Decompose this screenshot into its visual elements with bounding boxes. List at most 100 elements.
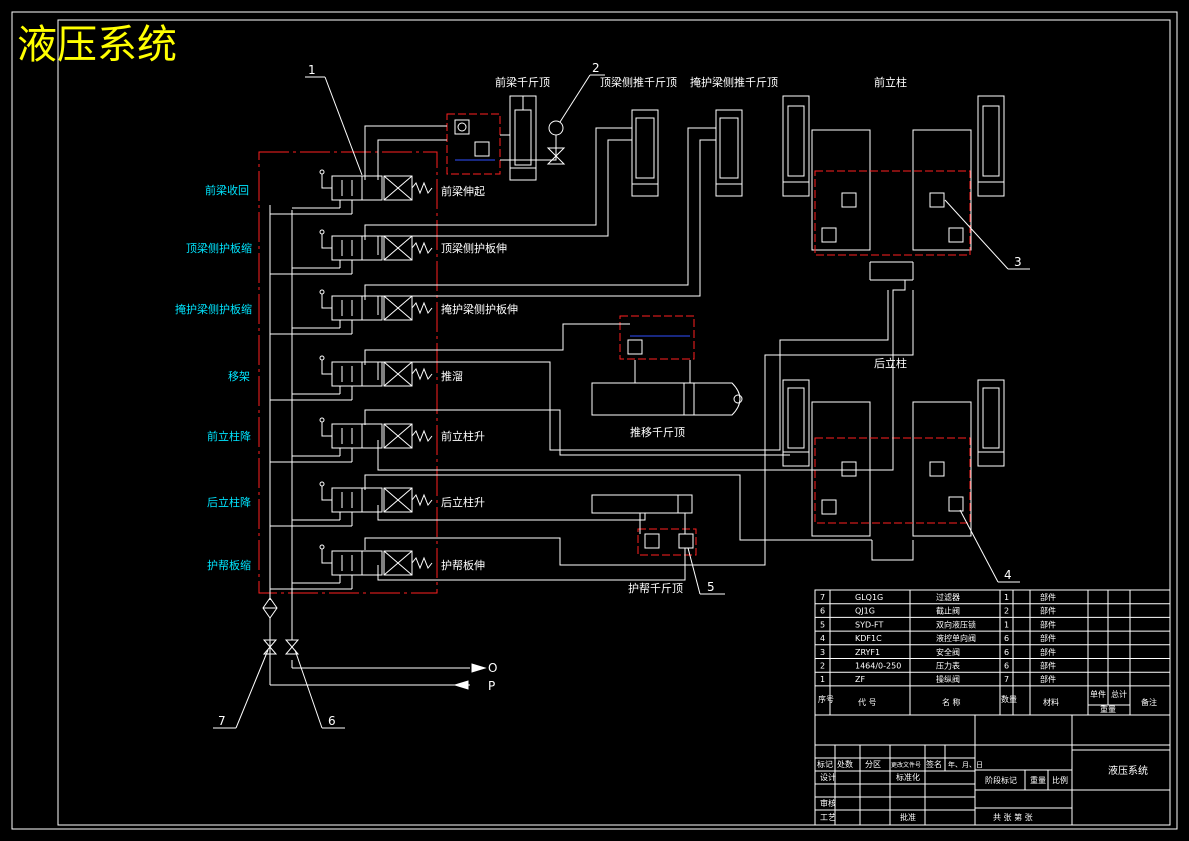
hdr-weight: 重量 <box>1100 704 1116 714</box>
hdr-code: 代 号 <box>858 697 877 707</box>
right-label-front-column: 前立柱升 <box>441 429 485 443</box>
port-arrows <box>453 663 487 690</box>
stop-valve-symbol <box>284 639 300 655</box>
parts-cell-qty: 6 <box>1004 634 1009 643</box>
left-label-guard: 护帮板缩 <box>207 558 251 572</box>
parts-cell-name: 截止阀 <box>936 606 960 616</box>
label-front-column: 前立柱 <box>874 75 907 89</box>
hdr-no: 序号 <box>818 694 834 704</box>
parts-cell-name: 安全阀 <box>936 647 960 657</box>
parts-cell-no: 1 <box>820 675 825 684</box>
tb-standard: 标准化 <box>896 772 920 782</box>
tb-process: 工艺 <box>820 813 836 822</box>
valve-manifold-boundary <box>258 151 438 594</box>
control-valve-2 <box>270 229 433 275</box>
callout-numbers: 1 2 3 4 5 6 7 <box>218 61 1022 728</box>
label-rear-column: 后立柱 <box>874 356 907 370</box>
connecting-pipes <box>364 125 914 581</box>
callout-7: 7 <box>218 714 226 728</box>
top-side-jack <box>631 109 659 197</box>
control-valve-1 <box>270 169 433 215</box>
parts-cell-note: 部件 <box>1040 633 1056 643</box>
parts-cell-qty: 6 <box>1004 662 1009 671</box>
control-valve-bank <box>270 169 433 590</box>
push-jack <box>591 335 743 416</box>
left-labels: 前梁收回 顶梁侧护板缩 掩护梁侧护板缩 移架 前立柱降 后立柱降 护帮板缩 <box>175 183 252 572</box>
parts-cell-note: 部件 <box>1040 647 1056 657</box>
front-beam-lock <box>454 119 495 161</box>
control-valve-7 <box>270 544 433 590</box>
parts-cell-no: 7 <box>820 593 825 602</box>
parts-cell-note: 部件 <box>1040 674 1056 684</box>
parts-cell-code: KDF1C <box>855 634 882 643</box>
shield-side-jack <box>715 109 743 197</box>
front-column-valve-box <box>814 170 971 256</box>
parts-cell-note: 部件 <box>1040 661 1056 671</box>
control-valve-6 <box>270 481 433 527</box>
right-label-push: 推溜 <box>441 369 463 383</box>
control-valve-4 <box>270 355 433 401</box>
label-front-beam-jack: 前梁千斤顶 <box>495 75 550 89</box>
left-label-front-column: 前立柱降 <box>207 429 251 443</box>
push-jack-lock-box <box>619 315 695 360</box>
parts-cell-no: 6 <box>820 607 825 616</box>
filter-symbol <box>262 597 278 655</box>
callout-6: 6 <box>328 714 336 728</box>
tb-review: 审核 <box>820 798 836 808</box>
parts-cell-qty: 7 <box>1004 675 1009 684</box>
right-label-shield-side: 掩护梁侧护板伸 <box>441 302 518 316</box>
callout-4: 4 <box>1004 568 1012 582</box>
title-block <box>814 714 1171 826</box>
parts-cell-qty: 1 <box>1004 620 1009 629</box>
left-label-move: 移架 <box>228 370 250 383</box>
parts-cell-code: ZF <box>855 675 865 684</box>
right-label-top-side: 顶梁侧护板伸 <box>441 241 507 255</box>
callout-1: 1 <box>308 63 316 77</box>
label-top-side-jack: 顶梁侧推千斤顶 <box>600 75 677 89</box>
hdr-material: 材料 <box>1043 697 1059 707</box>
tb-design: 设计 <box>820 772 836 782</box>
hdr-name: 名 称 <box>942 697 961 707</box>
callout-leaders <box>213 74 1030 729</box>
parts-cell-note: 部件 <box>1040 592 1056 602</box>
hdr-unit: 单件 <box>1090 689 1106 699</box>
port-o-label: O <box>488 661 497 675</box>
parts-cell-no: 5 <box>820 620 825 629</box>
tb-zone: 分区 <box>865 760 881 769</box>
left-label-rear-column: 后立柱降 <box>207 495 251 509</box>
parts-cell-no: 4 <box>820 634 825 643</box>
parts-cell-code: 1464/0-250 <box>855 662 901 671</box>
hdr-total: 总计 <box>1111 689 1127 699</box>
title-block-text: 标记 处数 分区 更改文件号 签名 年、月、日 设计 标准化 阶段标记 重量 比… <box>817 759 1148 822</box>
tb-count: 处数 <box>837 759 853 769</box>
label-guard-jack: 护帮千斤顶 <box>628 581 683 595</box>
right-label-rear-column: 后立柱升 <box>441 495 485 509</box>
left-label-shield-side: 掩护梁侧护板缩 <box>175 302 252 316</box>
parts-cell-code: ZRYF1 <box>855 648 880 657</box>
parts-cell-name: 过滤器 <box>936 592 960 602</box>
tb-drawing-name: 液压系统 <box>1108 764 1148 777</box>
tb-approve: 批准 <box>900 812 916 822</box>
tb-stage: 阶段标记 <box>985 775 1017 785</box>
parts-cell-code: GLQ1G <box>855 593 883 602</box>
front-beam-lock-box <box>446 113 501 175</box>
parts-header: 序号 代 号 名 称 数量 材料 单件 总计 重量 备注 <box>818 689 1157 714</box>
front-beam-jack <box>509 95 537 181</box>
tb-scale: 比例 <box>1052 775 1068 785</box>
port-p-label: P <box>488 679 495 693</box>
tb-weight: 重量 <box>1030 775 1046 785</box>
parts-cell-code: QJ1G <box>855 607 875 616</box>
parts-cell-name: 液控单向阀 <box>936 633 976 643</box>
parts-cell-note: 部件 <box>1040 606 1056 616</box>
control-valve-3 <box>270 289 433 335</box>
left-label-top-side: 顶梁侧护板缩 <box>186 241 252 255</box>
tb-change: 更改文件号 <box>891 761 921 769</box>
parts-cell-no: 2 <box>820 662 825 671</box>
parts-cell-name: 双向液压锁 <box>936 619 976 629</box>
parts-cell-name: 压力表 <box>936 661 960 671</box>
parts-cell-no: 3 <box>820 648 825 657</box>
front-column-group <box>782 95 1005 281</box>
callout-3: 3 <box>1014 255 1022 269</box>
tb-date: 年、月、日 <box>948 760 983 769</box>
